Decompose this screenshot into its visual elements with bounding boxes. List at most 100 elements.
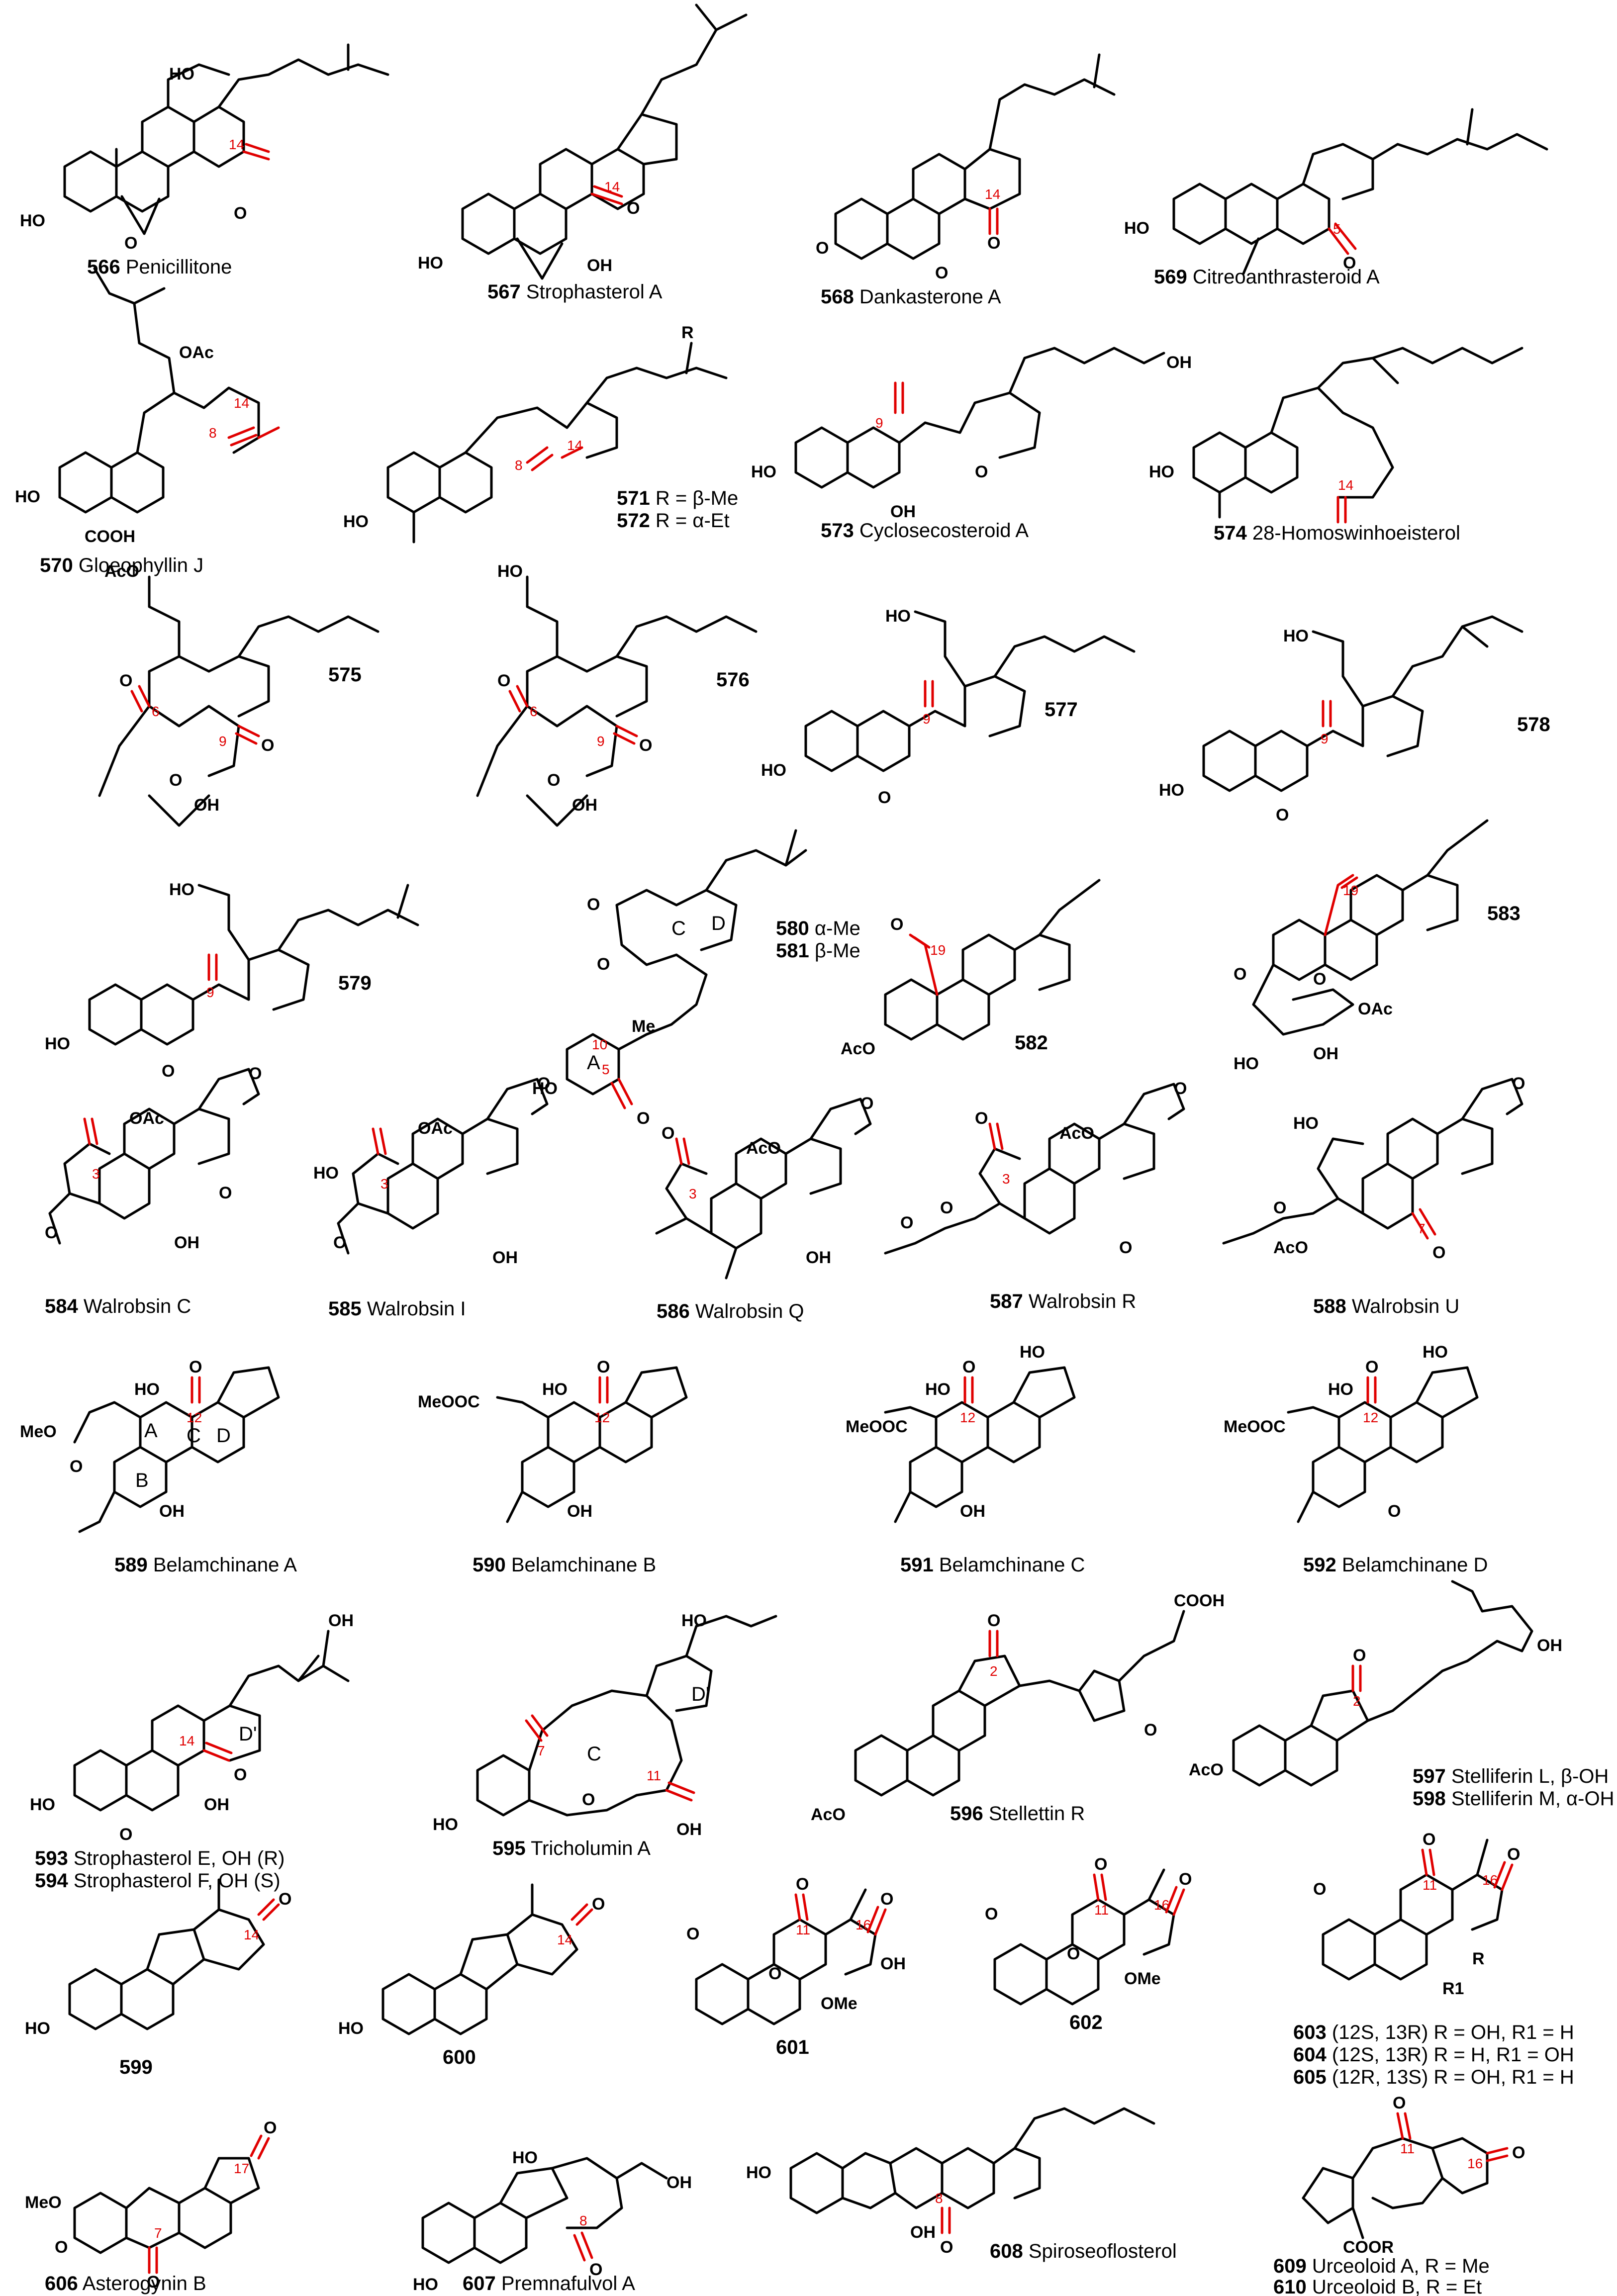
oh-label: OH (567, 1502, 592, 1521)
structure-607: 8 HO OH HO O 607 Premnafulvol A (413, 2148, 692, 2295)
caption-594: 594 Strophasterol F, OH (S) (35, 1870, 281, 1892)
caption-590: 590 Belamchinane B (473, 1554, 656, 1576)
ring-dprime: D' (691, 1683, 710, 1705)
locant-5: 5 (1333, 221, 1341, 237)
caption-601: 601 (776, 2036, 809, 2058)
meo-label: MeO (25, 2193, 62, 2212)
oh-label: OH (880, 1954, 906, 1973)
caption-597: 597 Stelliferin L, β-OH (1413, 1765, 1609, 1787)
o-label: O (796, 1875, 809, 1894)
ring-c: C (587, 1743, 601, 1765)
o-label: O (547, 771, 560, 790)
locant-3: 3 (380, 1176, 388, 1192)
o-label: O (592, 1895, 605, 1914)
caption-580: 580 α-Me (776, 918, 860, 939)
structure-584: 3 OAc O OH O O 584 Walrobsin C (45, 1064, 262, 1317)
caption-584: 584 Walrobsin C (45, 1295, 191, 1317)
ho-label: HO (1020, 1343, 1045, 1362)
ho-label: HO (512, 2148, 538, 2167)
locant-9: 9 (219, 734, 227, 749)
o-label: O (987, 1611, 1000, 1630)
locant-7: 7 (537, 1743, 545, 1758)
oh-label: OH (204, 1795, 229, 1814)
locant-16: 16 (1482, 1872, 1498, 1888)
oh-label: OH (328, 1611, 354, 1630)
o-label: O (1512, 1074, 1525, 1093)
structure-589: 12 A B C D MeO HO OH O O 589 Belamchinan… (20, 1358, 297, 1576)
caption-567: 567 Strophasterol A (487, 281, 663, 303)
ho-label: HO (45, 1034, 70, 1053)
caption-585: 585 Walrobsin I (328, 1298, 466, 1320)
locant-3: 3 (92, 1166, 100, 1182)
o-label: O (985, 1905, 998, 1924)
locant-12: 12 (1363, 1410, 1378, 1425)
structure-602: 11 16 O O OMe O O 602 (985, 1855, 1192, 2033)
locant-11: 11 (1423, 1877, 1437, 1893)
o-label: O (249, 1064, 262, 1083)
ho-label: HO (1234, 1054, 1259, 1073)
o-label: O (1388, 1502, 1401, 1521)
o-label: O (1273, 1198, 1286, 1217)
ho-label: HO (15, 487, 40, 506)
oh-label: OH (572, 796, 597, 815)
o-label: O (597, 1358, 610, 1377)
o-label: O (119, 1825, 132, 1844)
locant-2: 2 (990, 1663, 998, 1679)
o-label: O (935, 264, 948, 282)
structure-579: 9 HO HO O 579 (45, 880, 419, 1081)
caption-592: 592 Belamchinane D (1303, 1554, 1488, 1576)
meooc-label: MeOOC (846, 1417, 908, 1436)
locant-9: 9 (875, 415, 883, 431)
o-label: O (45, 1223, 58, 1242)
locant-16: 16 (1467, 2156, 1483, 2171)
o-label: O (162, 1062, 175, 1081)
o-label: O (1313, 970, 1326, 989)
caption-604: 604 (12S, 13R) R = H, R1 = OH (1293, 2044, 1574, 2066)
ring-a: A (144, 1420, 158, 1442)
locant-16: 16 (856, 1917, 871, 1932)
oh-label: OH (159, 1502, 185, 1521)
o-label: O (940, 1198, 953, 1217)
o-label: O (1276, 806, 1289, 825)
structure-592: 12 MeOOC HO HO O O 592 Belamchinane D (1224, 1343, 1488, 1576)
ome-label: OMe (821, 1994, 857, 2013)
caption-568: 568 Dankasterone A (821, 286, 1001, 308)
o-label: O (637, 1109, 650, 1128)
locant-12: 12 (960, 1410, 975, 1425)
o-label: O (333, 1233, 346, 1252)
caption-572: 572 R = α-Et (617, 510, 730, 532)
oac-label: OAc (1358, 1000, 1393, 1018)
caption-591: 591 Belamchinane C (900, 1554, 1085, 1576)
oac-label: OAc (179, 343, 214, 362)
ho-label: HO (169, 65, 194, 84)
caption-599: 599 (119, 2056, 153, 2078)
locant-9: 9 (1321, 731, 1329, 746)
ho-label: HO (1283, 627, 1309, 645)
o-label: O (1179, 1870, 1192, 1889)
ho-label: HO (20, 211, 45, 230)
o-label: O (639, 736, 652, 755)
locant-8: 8 (515, 458, 523, 473)
o-label: O (119, 671, 132, 690)
o-label: O (279, 1890, 291, 1909)
structure-609-610: 11 16 O O COOR 609 Urceoloid A, R = Me 6… (1273, 2094, 1525, 2296)
caption-589: 589 Belamchinane A (114, 1554, 297, 1576)
structure-580-581: 5 10 A C D HO O O Me O 580 α-Me 581 β-Me (532, 829, 860, 1128)
locant-14: 14 (604, 179, 620, 194)
structure-578: 9 HO HO O 578 (1159, 615, 1550, 825)
locant-5: 5 (602, 1062, 610, 1077)
o-label: O (219, 1184, 232, 1202)
o-label: O (597, 955, 610, 974)
caption-587: 587 Walrobsin R (990, 1290, 1136, 1312)
oh-label: OH (174, 1233, 199, 1252)
caption-582: 582 (1015, 1032, 1048, 1054)
ho-label: HO (746, 2163, 771, 2182)
locant-8: 8 (579, 2213, 587, 2228)
structure-567: 14 HO OH O 567 Strophasterol A (418, 3, 748, 303)
ho-label: HO (25, 2019, 50, 2038)
locant-12: 12 (594, 1410, 610, 1425)
ring-c: C (187, 1425, 201, 1447)
caption-600: 600 (443, 2046, 476, 2068)
oh-label: OH (666, 2173, 692, 2192)
structure-576: 6 9 HO O OH O O 576 (476, 562, 758, 827)
